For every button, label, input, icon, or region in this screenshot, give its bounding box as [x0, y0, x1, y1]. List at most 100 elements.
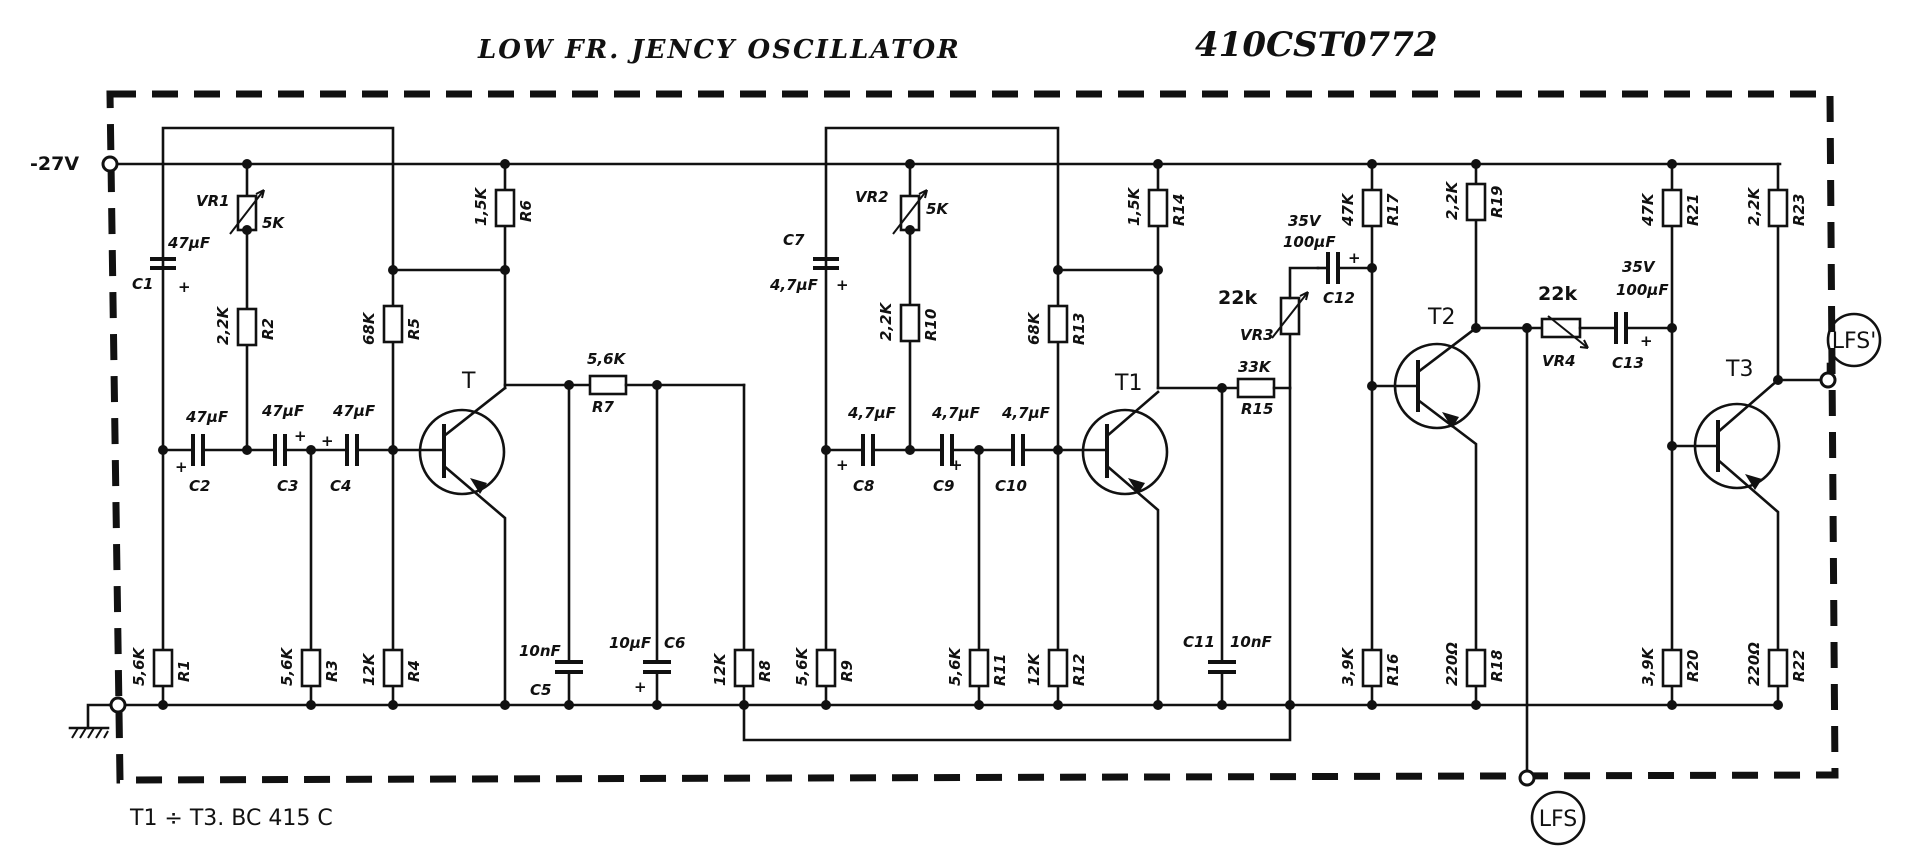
resistor-r17: [1361, 188, 1383, 228]
capacitor-c5: [555, 660, 583, 674]
ground-terminal: [109, 696, 127, 714]
c9-value: 4,7μF: [931, 404, 981, 422]
capacitor-c8: [861, 434, 875, 466]
r3-name: R3: [323, 660, 341, 682]
c8-name: C8: [853, 477, 874, 495]
r10-name: R10: [922, 309, 940, 341]
lfs-tag: [1530, 790, 1586, 846]
r23-value: 2,2K: [1745, 186, 1763, 226]
c11-name: C11: [1183, 633, 1215, 651]
resistor-r1: [152, 648, 174, 688]
capacitor-c9: [940, 434, 954, 466]
resistor-r13: [1047, 304, 1069, 344]
vr4-value: 22k: [1538, 283, 1577, 305]
r15-name: R15: [1241, 400, 1273, 418]
vr3-name: VR3: [1240, 326, 1274, 344]
r11-value: 5,6K: [946, 646, 964, 686]
capacitor-c6: [643, 660, 671, 674]
schematic-title: LOW FR. JENCY OSCILLATOR: [477, 35, 961, 65]
pot-vr4: [1540, 315, 1589, 349]
resistor-r7: [588, 374, 628, 396]
c1-plus: +: [178, 278, 191, 296]
c1-value: 47μF: [167, 234, 211, 252]
resistor-r8: [733, 648, 755, 688]
r5-name: R5: [405, 318, 423, 340]
transistor-t3: [1670, 378, 1781, 707]
transistor-t1: [1056, 390, 1169, 707]
capacitor-c2: [191, 434, 205, 466]
c12-value: 100μF: [1283, 233, 1336, 251]
c12-plus: +: [1348, 249, 1361, 267]
lfs-prime-tag: [1826, 312, 1882, 368]
lfs-label: LFS: [1539, 807, 1578, 832]
capacitor-c13: [1614, 312, 1628, 344]
t1-label: T1: [1114, 371, 1142, 396]
c12-name: C12: [1323, 289, 1355, 307]
r12-name: R12: [1070, 654, 1088, 686]
c5-value: 10nF: [519, 642, 562, 660]
resistor-r20: [1661, 648, 1683, 688]
vr1-value: 5K: [262, 214, 285, 232]
r20-name: R20: [1684, 650, 1702, 682]
supply-label: -27V: [30, 153, 79, 175]
r14-value: 1,5K: [1125, 186, 1143, 226]
r8-name: R8: [756, 660, 774, 682]
r2-name: R2: [259, 318, 277, 340]
capacitor-c7: [813, 257, 839, 270]
transistor-t: [391, 386, 507, 707]
c3-plus: +: [294, 427, 307, 445]
c10-value: 4,7μF: [1001, 404, 1051, 422]
r9-value: 5,6K: [793, 646, 811, 686]
r18-value: 220Ω: [1443, 642, 1461, 686]
resistor-r12: [1047, 648, 1069, 688]
transistor-t2: [1370, 326, 1481, 707]
r19-value: 2,2K: [1443, 180, 1461, 220]
r22-value: 220Ω: [1745, 642, 1763, 686]
r4-name: R4: [405, 660, 423, 682]
r7-name: R7: [592, 398, 615, 416]
resistor-r23: [1767, 188, 1789, 228]
c6-name: C6: [664, 634, 685, 652]
r3-value: 5,6K: [278, 646, 296, 686]
capacitor-c10: [1011, 434, 1025, 466]
c1-name: C1: [132, 275, 153, 293]
resistor-r5: [382, 304, 404, 344]
resistor-r16: [1361, 648, 1383, 688]
c13-voltage: 35V: [1622, 258, 1656, 276]
c4-name: C4: [330, 477, 351, 495]
c9-plus: +: [950, 456, 963, 474]
resistor-r19: [1465, 182, 1487, 222]
r19-name: R19: [1488, 186, 1506, 218]
c5-name: C5: [530, 681, 551, 699]
r10-value: 2,2K: [877, 301, 895, 341]
c4-value: 47μF: [332, 402, 376, 420]
r15-value: 33K: [1238, 358, 1272, 376]
lfs-terminal: [1518, 769, 1536, 787]
ground-icon: [68, 703, 113, 739]
c8-value: 4,7μF: [847, 404, 897, 422]
feedback-loop-2: [824, 126, 1060, 272]
capacitor-c3: [273, 434, 287, 466]
c2-plus: +: [175, 458, 188, 476]
resistor-r15: [1236, 377, 1276, 399]
r6-name: R6: [517, 200, 535, 222]
bottom-feedback-path: [742, 703, 1292, 742]
c6-plus: +: [634, 678, 647, 696]
r5-value: 68K: [360, 311, 378, 345]
r17-name: R17: [1384, 193, 1402, 226]
c4-plus: +: [321, 432, 334, 450]
lfs-prime-label: LFS': [1832, 329, 1877, 354]
r22-name: R22: [1790, 650, 1808, 682]
c3-name: C3: [277, 477, 298, 495]
r11-name: R11: [991, 654, 1009, 686]
t2-label: T2: [1427, 305, 1455, 330]
capacitor-c4: [345, 434, 359, 466]
r21-name: R21: [1684, 194, 1702, 226]
t3-label: T3: [1725, 357, 1753, 382]
transistor-type-note: T1 ÷ T3. BC 415 C: [129, 806, 333, 831]
c13-name: C13: [1612, 354, 1644, 372]
c7-plus: +: [836, 276, 849, 294]
r1-name: R1: [175, 660, 193, 682]
c13-plus: +: [1640, 332, 1653, 350]
r23-name: R23: [1790, 194, 1808, 226]
